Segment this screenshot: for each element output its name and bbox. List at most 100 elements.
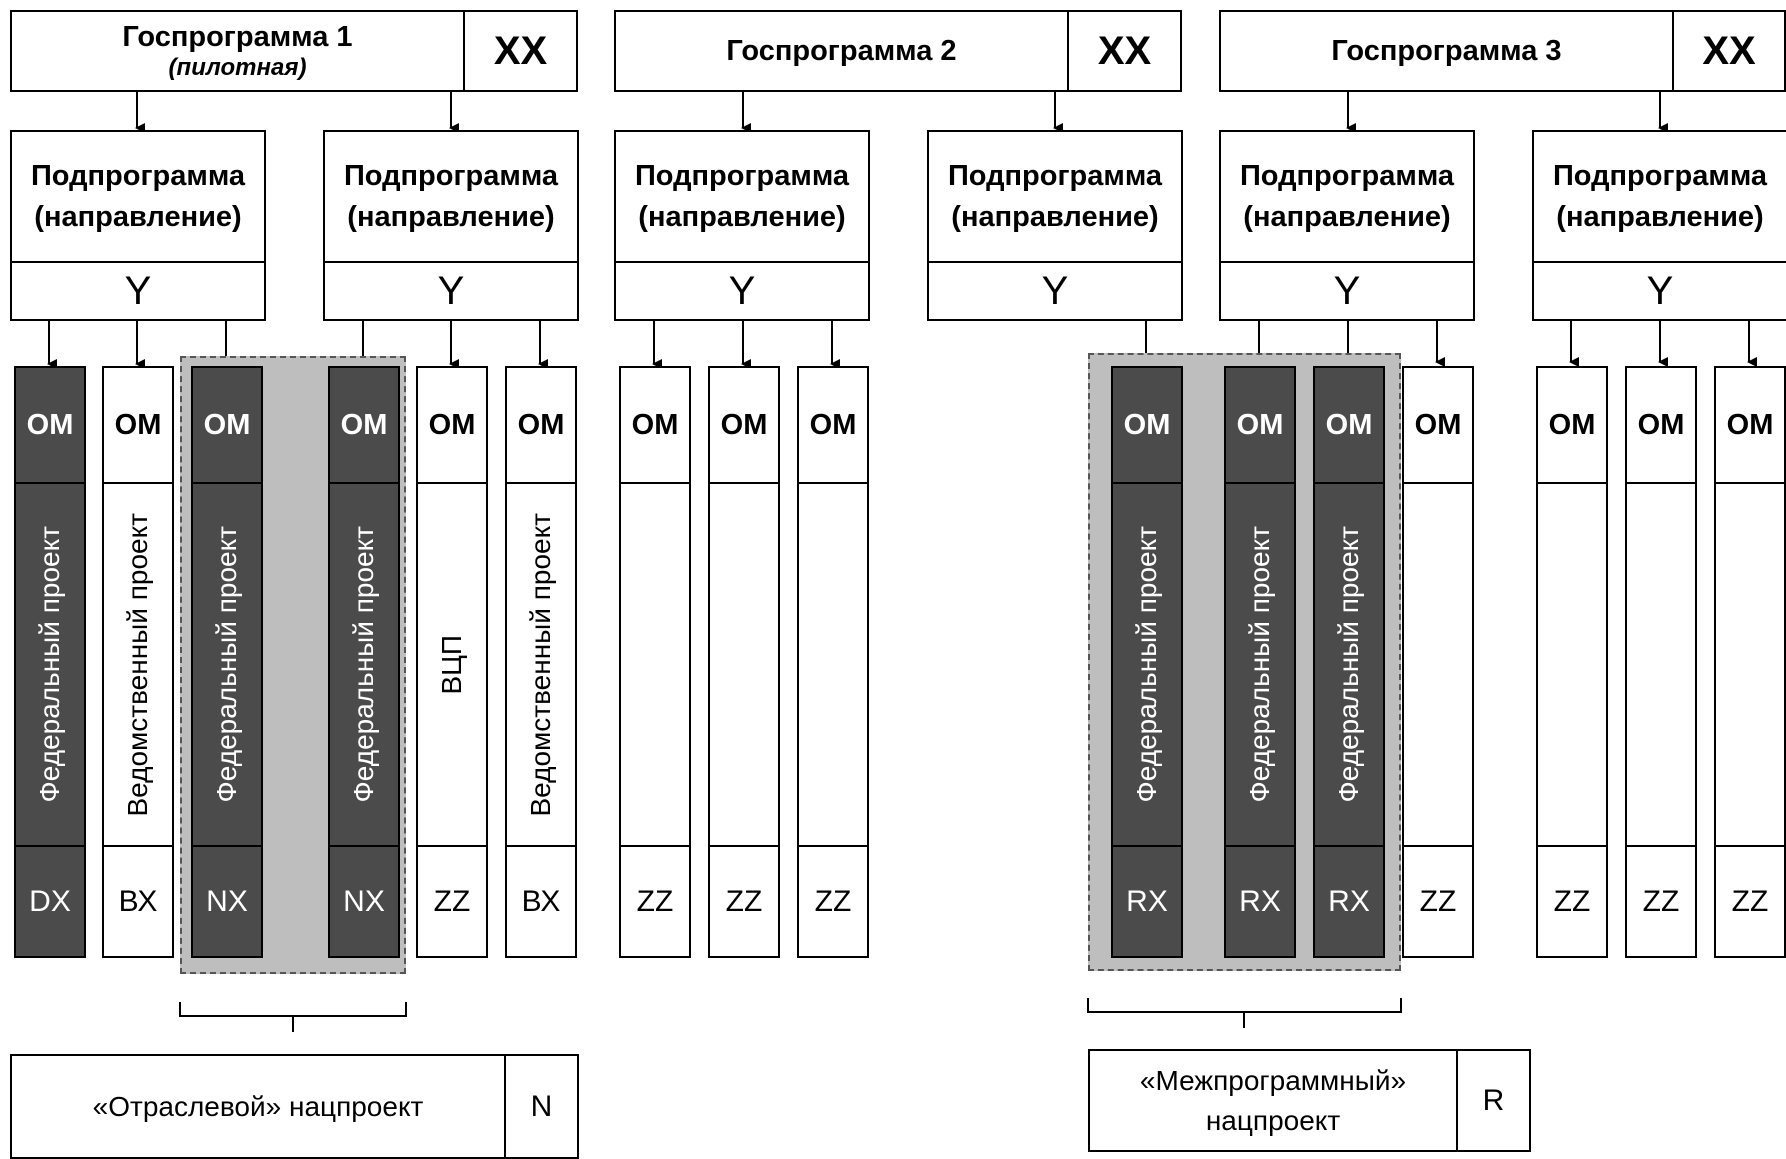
project-box: [1536, 482, 1608, 847]
project-code: ZZ: [708, 845, 780, 958]
project-box: Федеральный проект: [1313, 482, 1385, 847]
subprogram-2-title: Подпрограмма (направление): [323, 130, 579, 263]
subprogram-title-line2: (направление): [951, 200, 1159, 233]
project-code: RX: [1224, 845, 1296, 958]
om-box: ОМ: [708, 366, 780, 484]
column-8: ОМ ZZ: [708, 366, 780, 958]
project-code: ZZ: [1402, 845, 1474, 958]
subprogram-5-title: Подпрограмма (направление): [1219, 130, 1475, 263]
national-project-r-box: «Межпрограммный» нацпроект: [1088, 1049, 1458, 1152]
national-project-r-line2: нацпроект: [1205, 1104, 1341, 1136]
project-code: DX: [14, 845, 86, 958]
om-box: ОМ: [619, 366, 691, 484]
project-box: Ведомственный проект: [102, 482, 174, 847]
program-3-code: XX: [1672, 10, 1786, 92]
subprogram-title-line1: Подпрограмма: [1239, 159, 1455, 192]
project-box: ВЦП: [416, 482, 488, 847]
project-code: ВХ: [102, 845, 174, 958]
subprogram-title-line2: (направление): [1556, 200, 1764, 233]
column-13: ОМ ZZ: [1402, 366, 1474, 958]
subprogram-title-line2: (направление): [347, 200, 555, 233]
om-box: ОМ: [797, 366, 869, 484]
subprogram-title-line1: Подпрограмма: [343, 159, 559, 192]
project-box: Федеральный проект: [1224, 482, 1296, 847]
om-box: ОМ: [328, 366, 400, 484]
project-code: ZZ: [619, 845, 691, 958]
project-code: RX: [1111, 845, 1183, 958]
project-code: ZZ: [1536, 845, 1608, 958]
national-project-n-code: N: [504, 1054, 579, 1159]
program-1-subtitle: (пилотная): [168, 53, 307, 81]
program-1-title: Госпрограмма 1: [122, 20, 353, 53]
project-label: Федеральный проект: [1131, 526, 1162, 803]
subprogram-6-title: Подпрограмма (направление): [1532, 130, 1786, 263]
om-box: ОМ: [1714, 366, 1786, 484]
project-label: Ведомственный проект: [122, 512, 153, 817]
om-box: ОМ: [1111, 366, 1183, 484]
subprogram-title-line1: Подпрограмма: [30, 159, 246, 192]
project-label: Федеральный проект: [348, 526, 379, 803]
project-code: ZZ: [797, 845, 869, 958]
project-box: [797, 482, 869, 847]
national-project-r-line1: «Межпрограммный»: [1139, 1065, 1407, 1097]
om-box: ОМ: [1402, 366, 1474, 484]
om-box: ОМ: [1625, 366, 1697, 484]
project-box: Федеральный проект: [14, 482, 86, 847]
om-box: ОМ: [14, 366, 86, 484]
program-3-title: Госпрограмма 3: [1219, 10, 1674, 92]
om-box: ОМ: [416, 366, 488, 484]
subprogram-1-title: Подпрограмма(направление): [10, 130, 266, 263]
subprogram-4-code: Y: [927, 261, 1183, 321]
column-14: ОМ ZZ: [1536, 366, 1608, 958]
om-box: ОМ: [1536, 366, 1608, 484]
project-box: [1625, 482, 1697, 847]
program-2-title: Госпрограмма 2: [614, 10, 1069, 92]
project-box: Ведомственный проект: [505, 482, 577, 847]
national-project-n-label: «Отраслевой» нацпроект: [10, 1054, 506, 1159]
project-code: ZZ: [1714, 845, 1786, 958]
om-box: ОМ: [191, 366, 263, 484]
om-box: ОМ: [505, 366, 577, 484]
column-5: ОМ ВЦП ZZ: [416, 366, 488, 958]
om-box: ОМ: [102, 366, 174, 484]
column-16: ОМ ZZ: [1714, 366, 1786, 958]
project-code: RX: [1313, 845, 1385, 958]
project-code: NX: [328, 845, 400, 958]
program-1-title-box: Госпрограмма 1 (пилотная): [10, 10, 465, 92]
project-code: ZZ: [1625, 845, 1697, 958]
subprogram-2-code: Y: [323, 261, 579, 321]
project-box: [708, 482, 780, 847]
subprogram-4-title: Подпрограмма (направление): [927, 130, 1183, 263]
project-label: Ведомственный проект: [525, 512, 556, 817]
subprogram-title-line2: (направление): [638, 200, 846, 233]
subprogram-title-line1: Подпрограмма: [947, 159, 1163, 192]
project-label: Федеральный проект: [211, 526, 242, 803]
project-label: Федеральный проект: [1333, 526, 1364, 803]
program-1-code: XX: [463, 10, 578, 92]
subprogram-title-line1: Подпрограмма: [1552, 159, 1768, 192]
project-code: ZZ: [416, 845, 488, 958]
subprogram-title-line2: (направление): [1243, 200, 1451, 233]
project-label: ВЦП: [436, 634, 467, 695]
project-code: NX: [191, 845, 263, 958]
project-box: Федеральный проект: [328, 482, 400, 847]
column-9: ОМ ZZ: [797, 366, 869, 958]
subprogram-title-line1: Подпрограмма: [634, 159, 850, 192]
national-project-r-code: R: [1456, 1049, 1531, 1152]
om-box: ОМ: [1224, 366, 1296, 484]
subprogram-3-title: Подпрограмма (направление): [614, 130, 870, 263]
column-15: ОМ ZZ: [1625, 366, 1697, 958]
project-box: Федеральный проект: [191, 482, 263, 847]
project-box: [1402, 482, 1474, 847]
om-box: ОМ: [1313, 366, 1385, 484]
subprogram-3-code: Y: [614, 261, 870, 321]
